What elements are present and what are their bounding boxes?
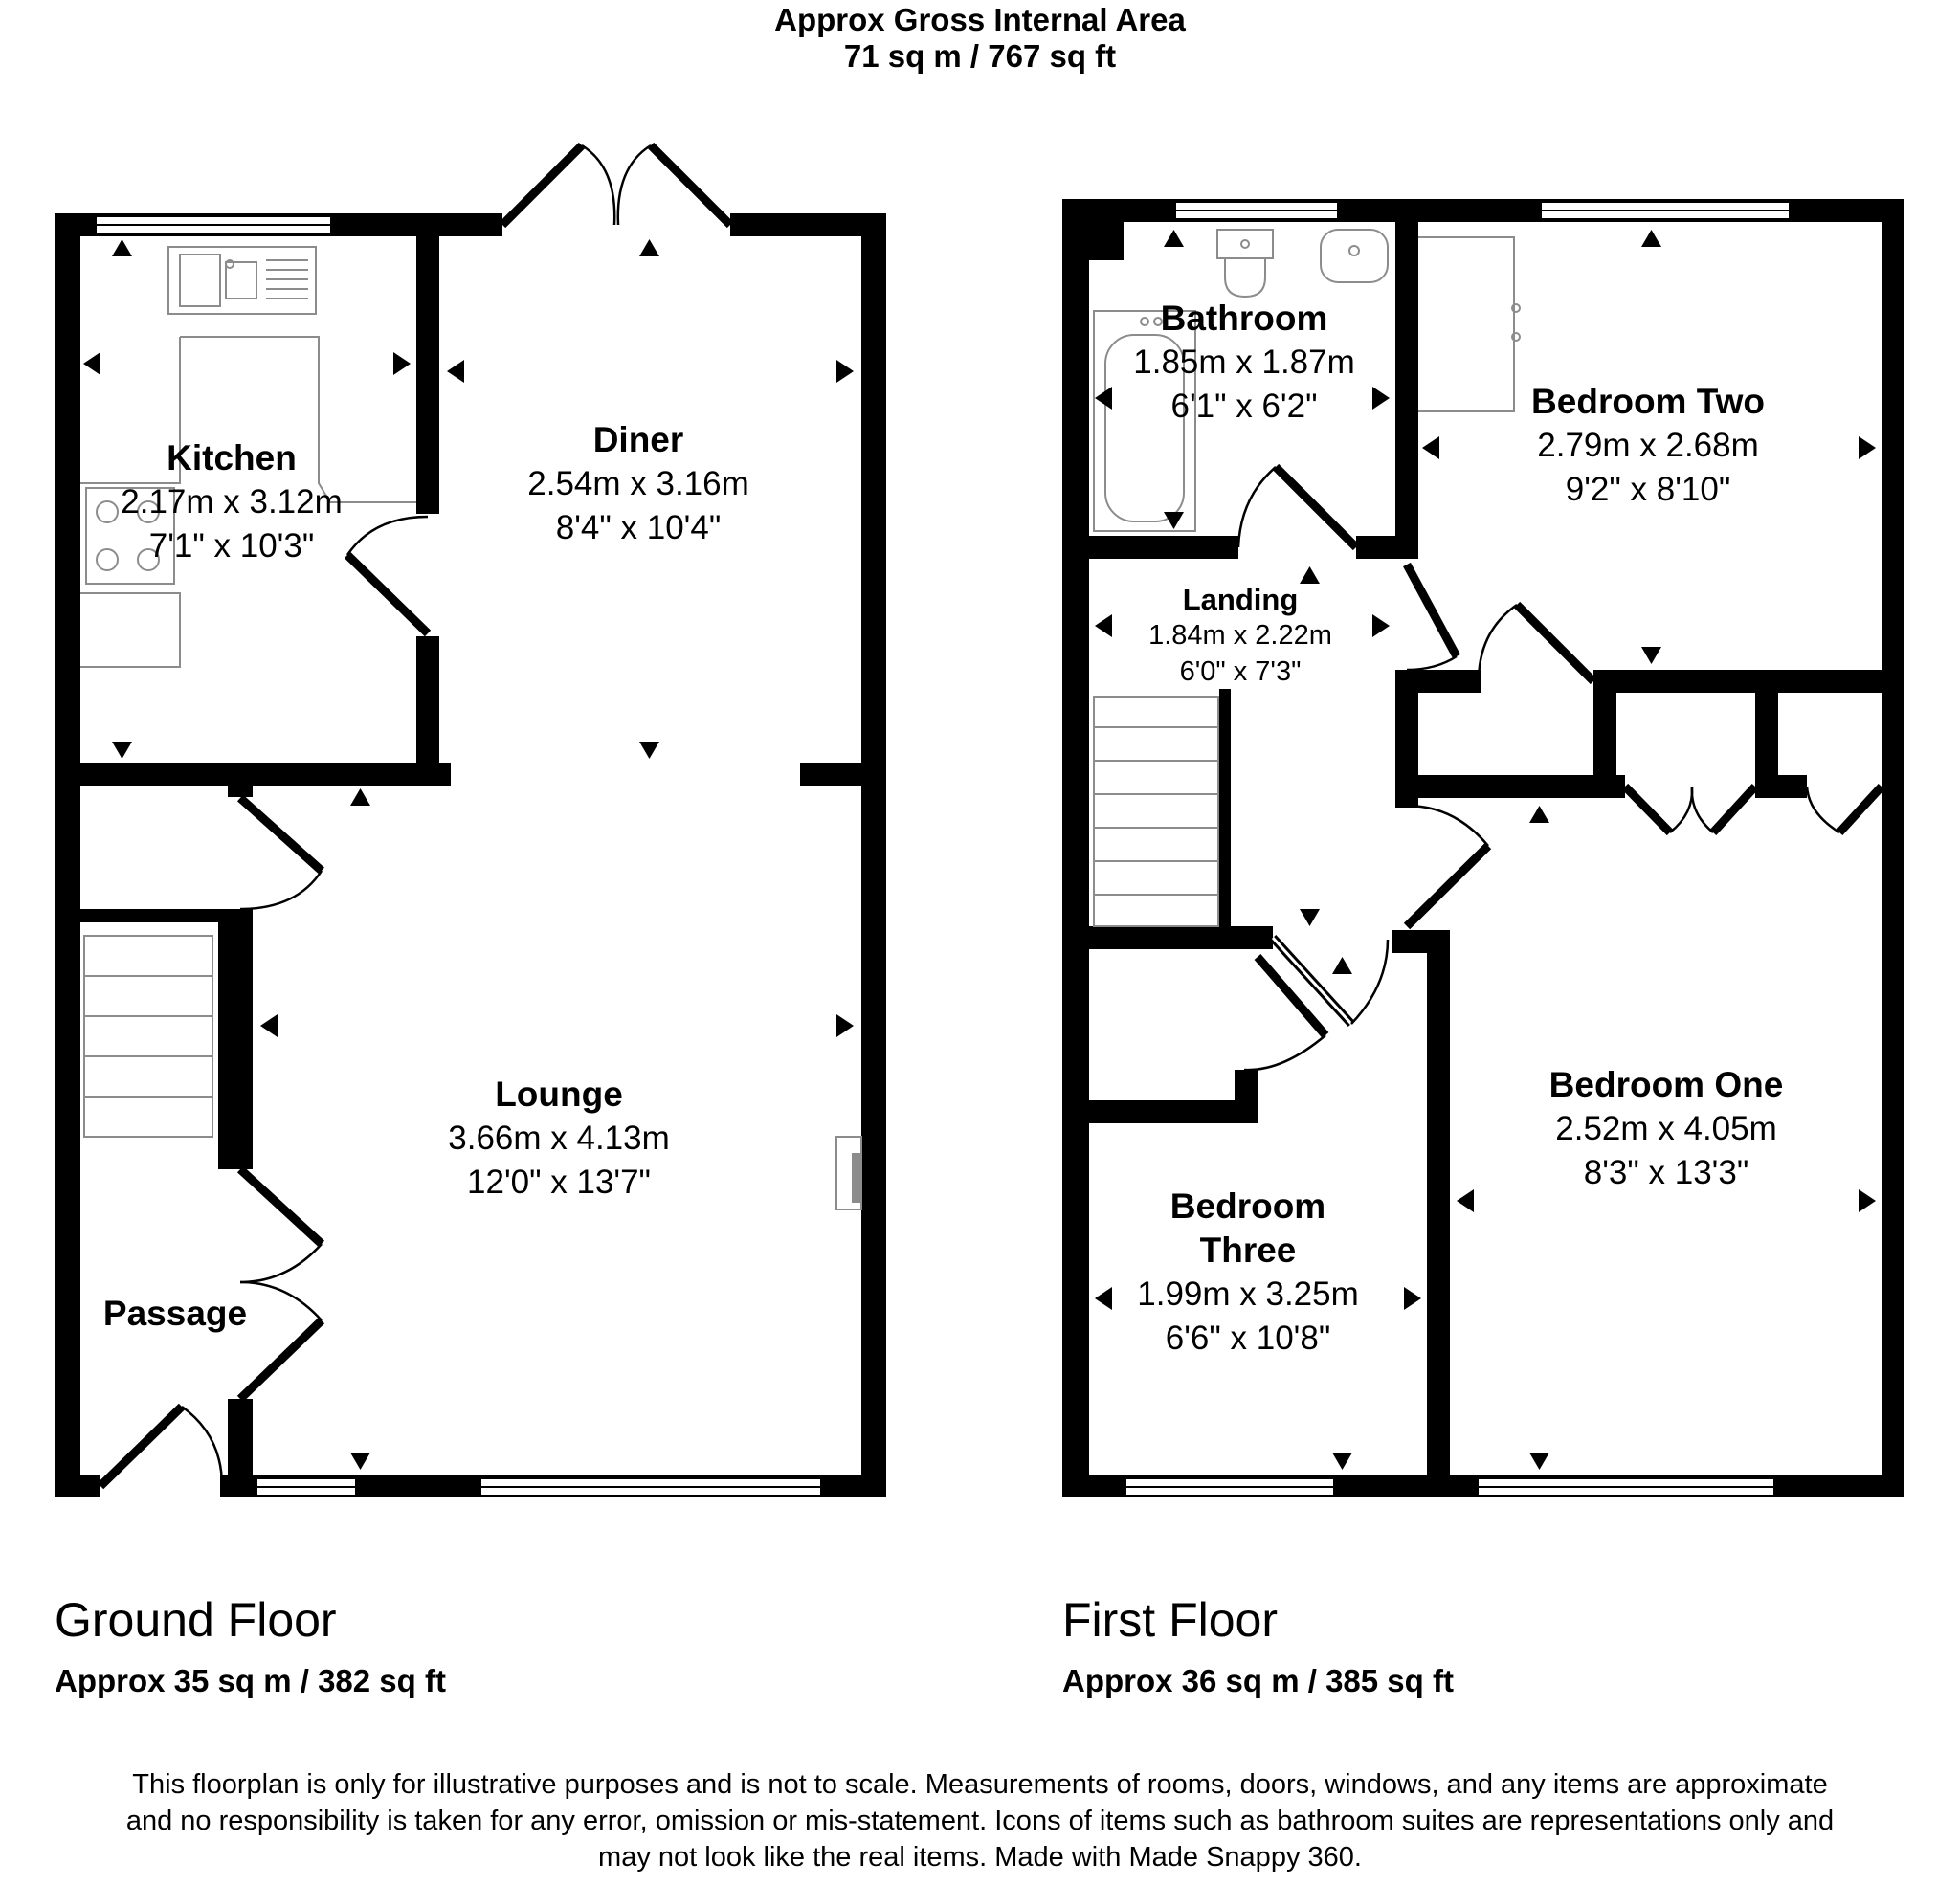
first-floor-arrows (1095, 230, 1876, 1470)
ground-floor-doors (97, 142, 734, 1490)
ground-floor-arrows (83, 239, 854, 1470)
landing-imperial: 6'0" x 7'3" (1179, 656, 1302, 687)
first-floor-plan (1062, 199, 1904, 1497)
diner-metric: 2.54m x 3.16m (527, 465, 749, 502)
gross-area-title: Approx Gross Internal Area (774, 2, 1186, 37)
bedroom-three-name-line1: Bedroom (1169, 1186, 1326, 1226)
bedroom-two-metric: 2.79m x 2.68m (1537, 427, 1759, 464)
bedroom-three-imperial: 6'6" x 10'8" (1165, 1320, 1331, 1357)
ground-floor-plan (55, 142, 886, 1497)
disclaimer-line-2: and no responsibility is taken for any e… (125, 1806, 1835, 1836)
gross-area-value: 71 sq m / 767 sq ft (843, 38, 1117, 74)
diner-imperial: 8'4" x 10'4" (555, 509, 722, 546)
passage-name: Passage (102, 1294, 248, 1333)
first-floor-walls (1062, 199, 1904, 1497)
landing-name: Landing (1182, 583, 1299, 616)
bedroom-three-metric: 1.99m x 3.25m (1137, 1275, 1359, 1313)
lounge-metric: 3.66m x 4.13m (448, 1120, 670, 1157)
kitchen-name: Kitchen (167, 438, 297, 477)
kitchen-imperial: 7'1" x 10'3" (148, 527, 315, 565)
bedroom-one-metric: 2.52m x 4.05m (1555, 1110, 1777, 1147)
ground-floor-title: Ground Floor (55, 1593, 337, 1647)
bedroom-two-name: Bedroom Two (1531, 382, 1765, 421)
landing-metric: 1.84m x 2.22m (1148, 620, 1332, 651)
bedroom-three-name-line2: Three (1199, 1231, 1297, 1270)
bathroom-imperial: 6'1" x 6'2" (1170, 388, 1318, 425)
bathroom-name: Bathroom (1160, 299, 1328, 338)
first-floor-doors (1236, 463, 1885, 1072)
ground-floor-windows (95, 215, 822, 1497)
first-floor-title: First Floor (1062, 1593, 1278, 1647)
diner-name: Diner (592, 420, 684, 459)
bathroom-metric: 1.85m x 1.87m (1133, 344, 1355, 381)
kitchen-metric: 2.17m x 3.12m (121, 483, 343, 521)
bedroom-one-imperial: 8'3" x 13'3" (1583, 1154, 1749, 1191)
first-floor-area: Approx 36 sq m / 385 sq ft (1062, 1663, 1454, 1698)
bedroom-one-name: Bedroom One (1548, 1065, 1784, 1104)
ground-floor-fixtures (80, 246, 862, 1210)
lounge-name: Lounge (495, 1075, 623, 1114)
first-floor-fixtures (1093, 229, 1521, 927)
bedroom-two-imperial: 9'2" x 8'10" (1565, 471, 1731, 508)
first-floor-windows (1125, 201, 1791, 1497)
disclaimer-line-3: may not look like the real items. Made w… (598, 1842, 1362, 1873)
lounge-imperial: 12'0" x 13'7" (467, 1164, 651, 1201)
ground-floor-area: Approx 35 sq m / 382 sq ft (55, 1663, 446, 1698)
disclaimer-line-1: This floorplan is only for illustrative … (132, 1769, 1828, 1800)
ground-floor-walls (55, 213, 886, 1497)
